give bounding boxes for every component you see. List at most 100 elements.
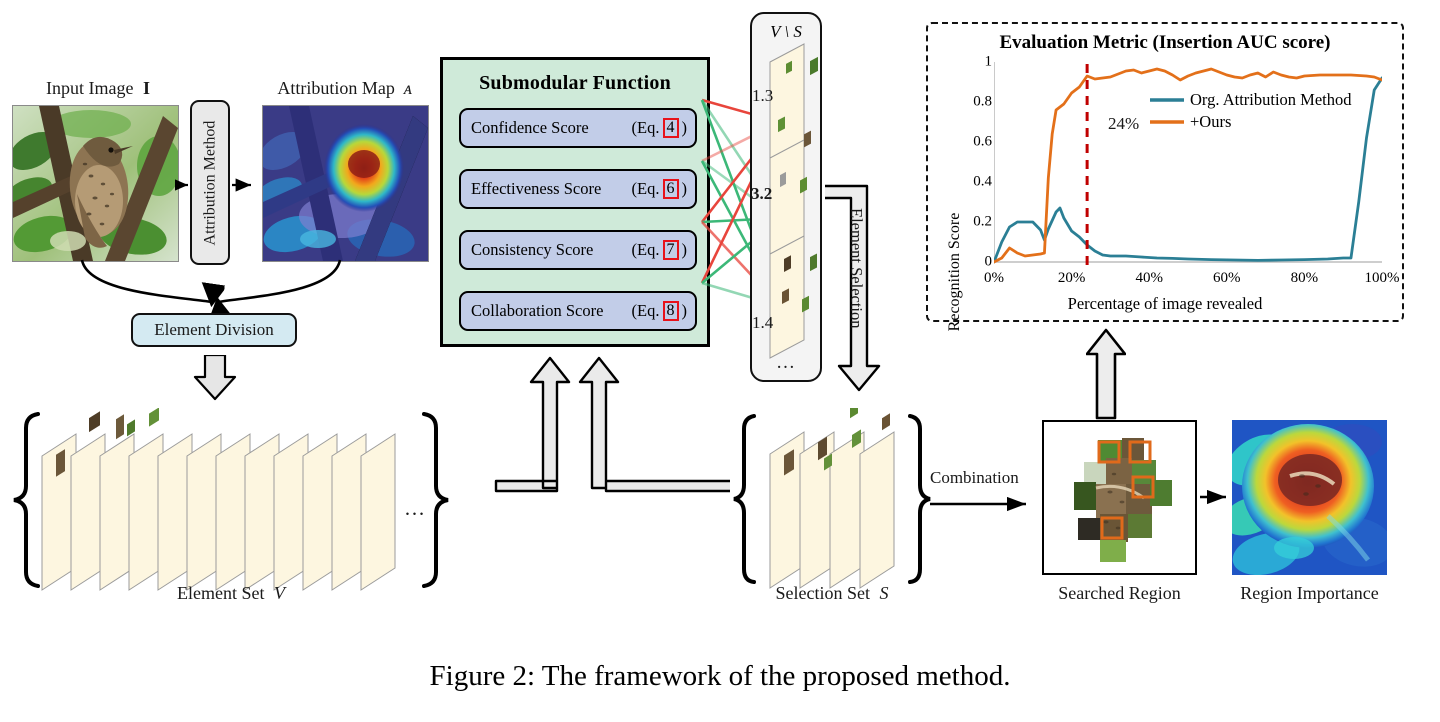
figure-caption: Figure 2: The framework of the proposed … — [429, 660, 1011, 692]
collaboration-score-equation: (Eq. 8 ) — [632, 301, 687, 321]
element-set-group: … — [6, 205, 456, 598]
chart-y-tick: 0.4 — [973, 173, 992, 190]
attribution-map-image — [262, 105, 429, 262]
selection-set-caption: Selection Set S — [732, 583, 932, 604]
chart-xlabel: Percentage of image revealed — [1067, 294, 1263, 313]
gain-value-1: 1.3 — [752, 86, 774, 105]
chart-x-tick: 80% — [1290, 270, 1319, 286]
attribution-method-box: Attribution Method — [190, 100, 230, 265]
legend-swatch-ours — [1150, 120, 1184, 124]
legend-swatch-org — [1150, 98, 1184, 102]
input-image-label: Input Image — [46, 78, 134, 98]
chart-y-tick: 0.6 — [973, 133, 992, 150]
candidate-set-title: V \ S — [770, 22, 802, 41]
effectiveness-score-box[interactable]: Effectiveness Score (Eq. 6 ) — [459, 169, 697, 209]
eq-number: 7 — [662, 240, 679, 260]
searched-region-art — [1044, 422, 1194, 572]
selection-set-art — [733, 358, 931, 589]
chart-series-org-attribution — [994, 76, 1382, 264]
attribution-flow-arrows — [175, 178, 251, 192]
element-division-label: Element Division — [154, 320, 274, 339]
gain-value-2: 3.2 — [751, 184, 773, 203]
element-division-box: Element Division — [131, 313, 297, 347]
input-image-caption: Input Image I — [8, 78, 188, 99]
attribution-map-symbol: ᴀ — [404, 78, 412, 98]
combination-arrow — [930, 496, 1026, 512]
selection-set-label: Selection Set — [775, 583, 870, 603]
eq-prefix: (Eq. — [631, 179, 660, 198]
eq-number: 4 — [662, 118, 679, 138]
eq-number: 8 — [662, 301, 679, 321]
element-selection-label: Element Selection — [847, 208, 866, 329]
confidence-score-label: Confidence Score — [471, 118, 589, 137]
region-importance-image — [1232, 420, 1387, 575]
submodular-function-panel: Submodular Function Confidence Score (Eq… — [440, 57, 710, 347]
chart-x-tick: 20% — [1057, 270, 1086, 286]
input-image — [12, 105, 179, 262]
eq-suffix: ) — [681, 301, 688, 320]
consistency-score-equation: (Eq. 7 ) — [632, 240, 687, 260]
chart-plot-area — [994, 62, 1382, 266]
region-importance-arrow — [1200, 489, 1226, 505]
element-set-symbol: V — [273, 583, 285, 603]
consistency-score-label: Consistency Score — [471, 240, 594, 259]
element-division-down-arrow — [193, 355, 237, 401]
eq-prefix: (Eq. — [631, 118, 660, 137]
confidence-score-box[interactable]: Confidence Score (Eq. 4 ) — [459, 108, 697, 148]
element-set-caption: Element Set V — [6, 583, 456, 604]
confidence-score-equation: (Eq. 4 ) — [632, 118, 687, 138]
eq-suffix: ) — [681, 179, 688, 198]
chart-x-tick: 100% — [1364, 270, 1400, 286]
chart-x-tick: 60% — [1213, 270, 1241, 286]
eq-prefix: (Eq. — [631, 301, 660, 320]
attribution-map-label: Attribution Map — [277, 78, 395, 98]
chart-y-tick: 0 — [984, 253, 993, 270]
element-selection-arrow — [825, 184, 881, 392]
legend-label-org: Org. Attribution Method — [1190, 90, 1352, 109]
region-importance-art — [1232, 420, 1387, 575]
chart-x-tick: 0% — [984, 270, 1004, 286]
legend-label-ours: +Ours — [1190, 112, 1232, 131]
legend-item-org: Org. Attribution Method — [1150, 90, 1352, 110]
combination-label: Combination — [930, 468, 1019, 487]
element-division-inflow-arrows — [80, 259, 342, 314]
legend-item-ours: +Ours — [1150, 112, 1352, 132]
chart-title: Evaluation Metric (Insertion AUC score) — [999, 32, 1331, 53]
selection-set-group — [732, 358, 932, 598]
attribution-map-caption: Attribution Map ᴀ — [252, 78, 437, 99]
chart-y-tick: 0.2 — [973, 213, 992, 230]
collaboration-score-box[interactable]: Collaboration Score (Eq. 8 ) — [459, 291, 697, 331]
input-image-art — [13, 106, 178, 261]
collaboration-score-label: Collaboration Score — [471, 301, 604, 320]
evaluation-chart-panel: Evaluation Metric (Insertion AUC score) … — [926, 22, 1404, 331]
eq-number: 6 — [662, 179, 679, 199]
submodular-title: Submodular Function — [479, 72, 671, 94]
eq-suffix: ) — [681, 118, 688, 137]
attribution-map-art — [263, 106, 428, 261]
chart-annotation-label: 24% — [1108, 114, 1140, 133]
feed-arrows-to-submodular — [494, 356, 730, 493]
searched-region-caption: Searched Region — [1058, 583, 1181, 603]
consistency-score-box[interactable]: Consistency Score (Eq. 7 ) — [459, 230, 697, 270]
element-set-ellipsis: … — [404, 496, 427, 520]
candidate-set-ellipsis: … — [776, 352, 797, 373]
element-set-art — [13, 205, 449, 591]
region-importance-caption: Region Importance — [1240, 583, 1379, 603]
candidate-set-panel: V \ S … — [750, 12, 822, 382]
chart-series-ours — [994, 67, 1382, 264]
effectiveness-score-equation: (Eq. 6 ) — [632, 179, 687, 199]
eq-suffix: ) — [681, 240, 688, 259]
element-set-label: Element Set — [177, 583, 265, 603]
eq-prefix: (Eq. — [631, 240, 660, 259]
effectiveness-score-label: Effectiveness Score — [471, 179, 602, 198]
chart-x-ticks: 0% 20% 40% 60% 80% 100% — [928, 24, 1402, 320]
chart-legend: Org. Attribution Method +Ours — [1150, 90, 1352, 132]
chart-x-tick: 40% — [1135, 270, 1163, 286]
gain-value-3: 1.4 — [752, 313, 774, 332]
searched-region-box — [1042, 420, 1197, 575]
searched-region-to-chart-arrow — [1086, 328, 1126, 420]
input-image-symbol: I — [142, 78, 150, 98]
selection-set-symbol: S — [879, 583, 889, 603]
candidate-slides-art — [769, 43, 818, 359]
